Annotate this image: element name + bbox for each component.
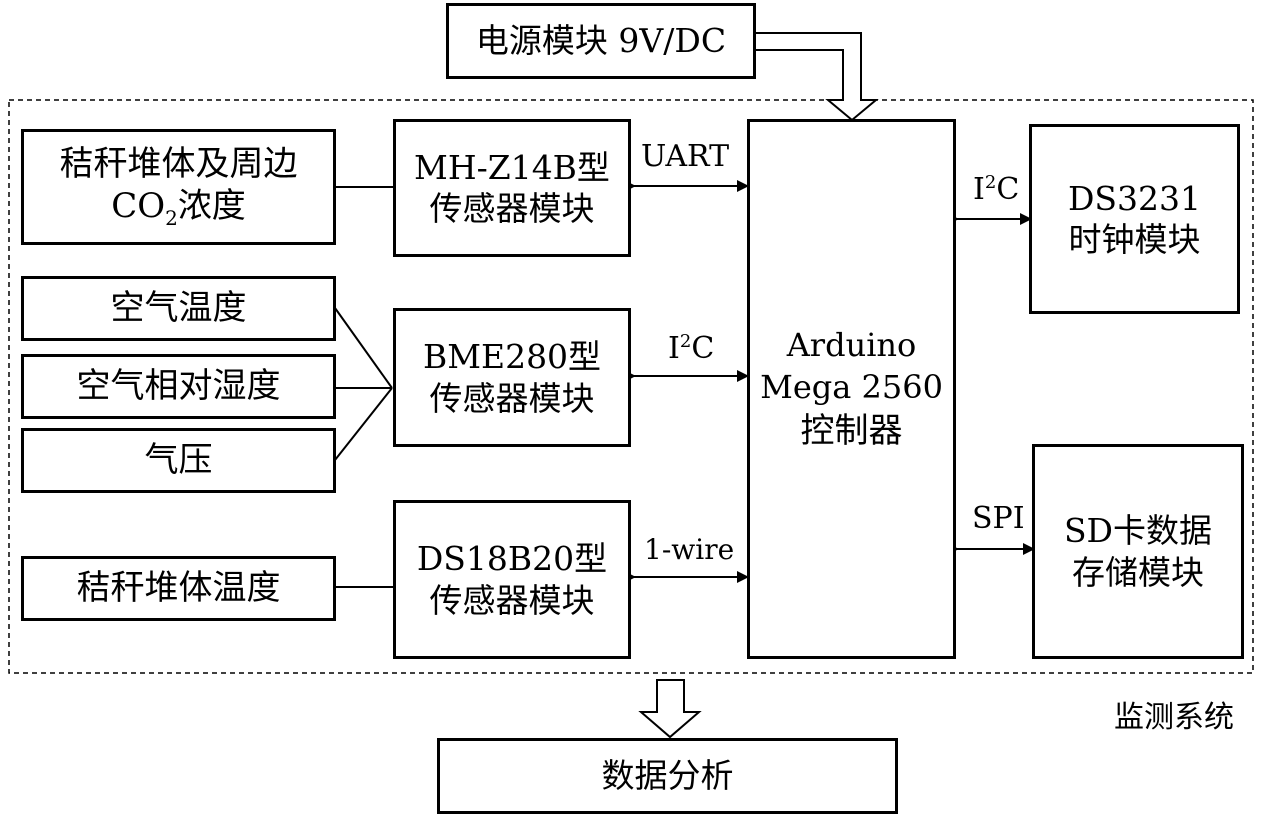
controller-line2: Mega 2560 (760, 367, 943, 406)
pile-temp-box: 秸秆堆体温度 (21, 556, 336, 621)
ds18b20-sensor-line2: 传感器模块 (429, 580, 595, 620)
i2c-right-label: I2C (973, 172, 1020, 207)
monitoring-system-caption: 监测系统 (1114, 700, 1234, 735)
ds3231-clock-line1: DS3231 (1067, 178, 1202, 218)
output-down-arrow (638, 679, 702, 739)
uart-label: UART (641, 139, 730, 174)
onewire-label: 1-wire (644, 533, 735, 566)
monitoring-system-frame (8, 99, 1254, 674)
air-temp-label: 空气温度 (110, 288, 247, 329)
bme280-sensor-line1: BME280型 (422, 337, 602, 377)
sd-storage-line2: 存储模块 (1072, 552, 1204, 592)
power-module-label: 电源模块 9V/DC (475, 21, 727, 61)
air-temp-line (334, 307, 393, 389)
pile-temp-label: 秸秆堆体温度 (76, 568, 281, 609)
sd-storage-line1: SD卡数据 (1063, 511, 1213, 551)
air-humidity-box: 空气相对湿度 (21, 354, 336, 419)
bme280-sensor-line2: 传感器模块 (429, 378, 595, 418)
air-humidity-label: 空气相对湿度 (76, 366, 281, 407)
bme280-sensor-box: BME280型 传感器模块 (393, 308, 631, 447)
pressure-line (334, 387, 393, 461)
ds18b20-sensor-box: DS18B20型 传感器模块 (393, 500, 631, 659)
controller-line1: Arduino (786, 326, 917, 365)
power-feed-arrow (755, 32, 879, 122)
pressure-box: 气压 (21, 428, 336, 493)
co2-measurement-box: 秸秆堆体及周边 CO2浓度 (21, 129, 336, 245)
controller-line3: 控制器 (800, 410, 903, 451)
co2-measurement-line1: 秸秆堆体及周边 (59, 143, 298, 184)
data-analysis-label: 数据分析 (601, 756, 734, 796)
co2-measurement-line2: CO2浓度 (111, 186, 246, 231)
controller-box: Arduino Mega 2560 控制器 (747, 119, 956, 659)
sd-storage-box: SD卡数据 存储模块 (1032, 444, 1244, 659)
mhz14b-sensor-box: MH-Z14B型 传感器模块 (393, 119, 631, 257)
mhz14b-sensor-line1: MH-Z14B型 (414, 147, 610, 187)
air-temp-box: 空气温度 (21, 276, 336, 341)
data-analysis-box: 数据分析 (437, 738, 898, 814)
power-module-box: 电源模块 9V/DC (446, 3, 756, 79)
pressure-label: 气压 (144, 440, 213, 481)
ds18b20-sensor-line1: DS18B20型 (416, 539, 608, 579)
i2c-left-label: I2C (668, 331, 715, 366)
mhz14b-sensor-line2: 传感器模块 (429, 189, 595, 228)
spi-label: SPI (972, 501, 1025, 536)
ds3231-clock-box: DS3231 时钟模块 (1029, 124, 1240, 314)
ds3231-clock-line2: 时钟模块 (1068, 220, 1201, 259)
